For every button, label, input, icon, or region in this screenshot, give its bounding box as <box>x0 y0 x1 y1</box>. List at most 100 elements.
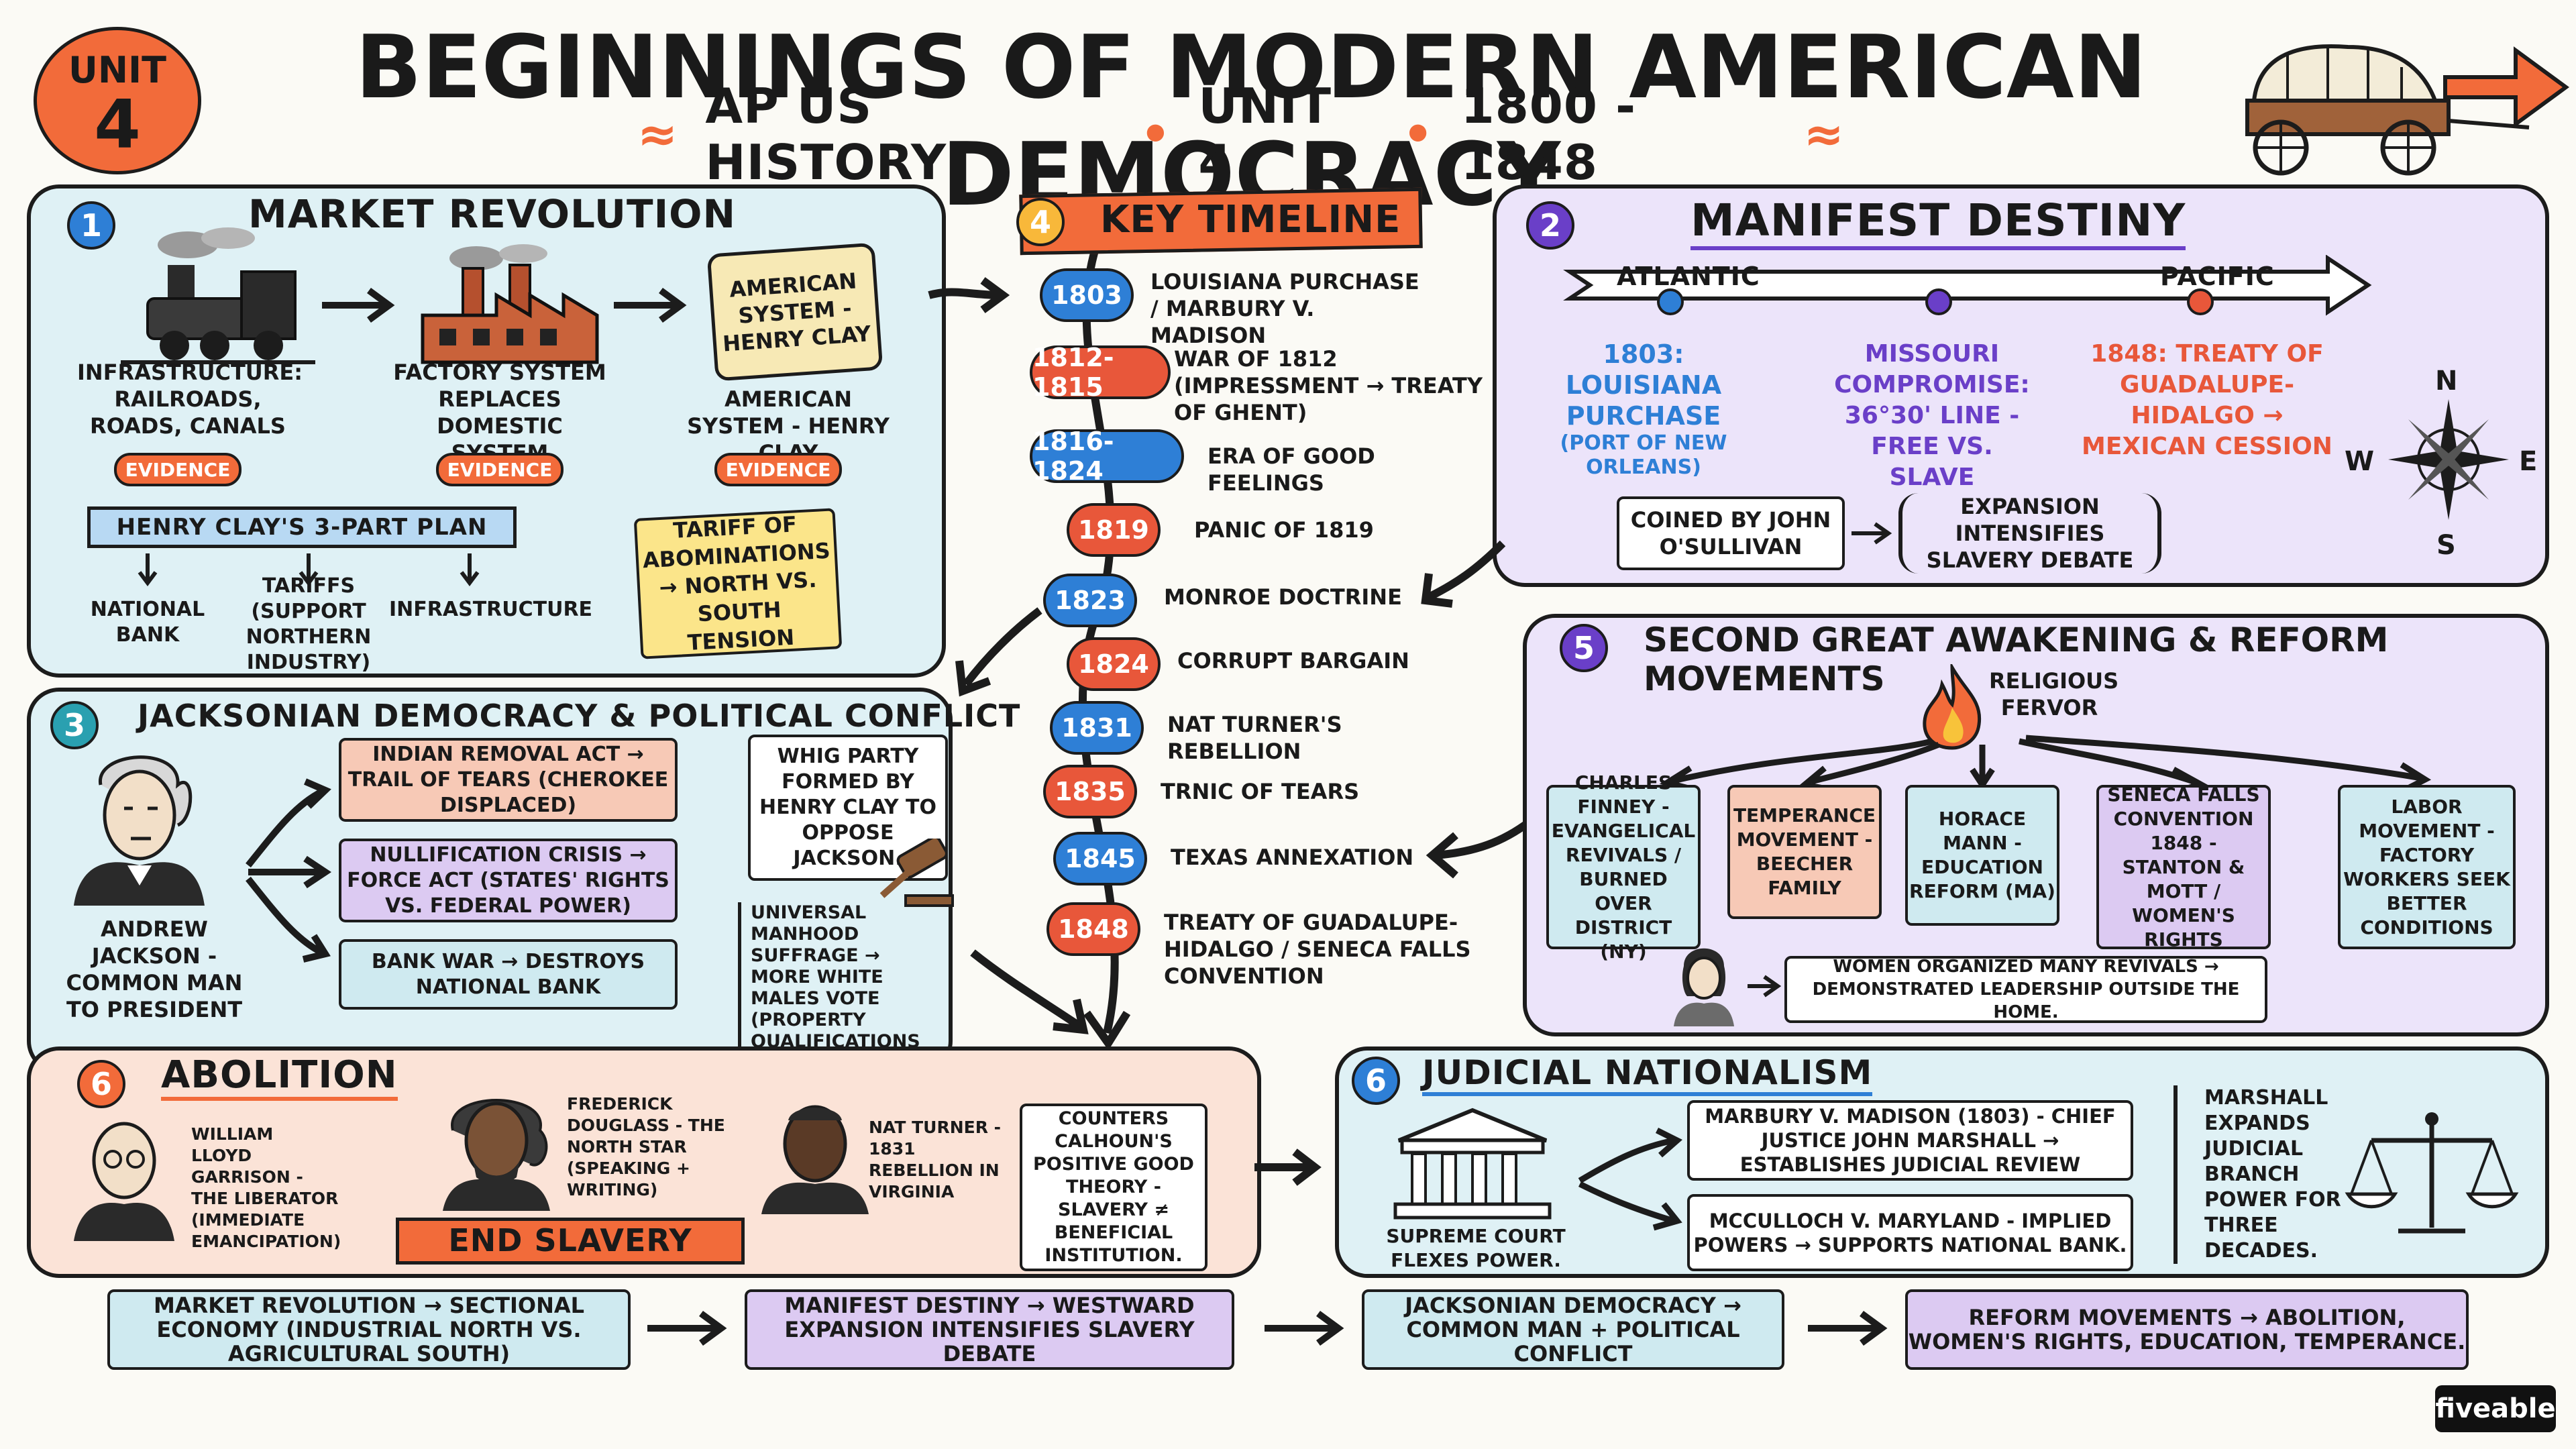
compass-east: E <box>2519 446 2538 477</box>
section-number-1: 1 <box>67 201 115 250</box>
manifest-timeline-arrow <box>1563 255 2372 316</box>
expansion-note: EXPANSION INTENSIFIES SLAVERY DEBATE <box>1898 493 2161 574</box>
scales-of-justice-icon <box>2345 1112 2519 1234</box>
timeline-text: TREATY OF GUADALUPE-HIDALGO / SENECA FAL… <box>1164 910 1471 989</box>
section-number-3: 3 <box>50 701 99 749</box>
evidence-badge: EVIDENCE <box>714 453 842 486</box>
plan-item: INFRASTRUCTURE <box>389 598 593 621</box>
branch-arrows <box>1578 1127 1682 1231</box>
jackson-item: BANK WAR → DESTROYS NATIONAL BANK <box>339 939 678 1010</box>
manifest-point-sub: (PORT OF NEW ORLEANS) <box>1560 431 1727 479</box>
abolitionist-label: FREDERICK DOUGLASS - THE NORTH STAR (SPE… <box>567 1094 725 1199</box>
reform-item: LABOR MOVEMENT - FACTORY WORKERS SEEK BE… <box>2338 785 2516 949</box>
flame-icon <box>1923 664 1982 750</box>
plan-item: TARIFFS (SUPPORT NORTHERN INDUSTRY) <box>246 574 372 674</box>
jackson-portrait-label: ANDREW JACKSON - COMMON MAN TO PRESIDENT <box>66 916 243 1022</box>
connector-arrow <box>1421 540 1506 608</box>
timeline-pill: 1848 <box>1046 902 1140 956</box>
subtitle-years: 1800 - 1848 <box>1460 78 1636 191</box>
coined-by-box: COINED BY JOHN O'SULLIVAN <box>1617 496 1845 570</box>
compass-rose-icon <box>2388 399 2509 520</box>
woman-portrait <box>1674 948 1734 1026</box>
squiggle-icon: ≈ <box>637 106 679 162</box>
section-number-4: 4 <box>1016 198 1065 246</box>
manifest-point-title: 1803: LOUISIANA PURCHASE <box>1565 339 1722 431</box>
reform-item: SENECA FALLS CONVENTION 1848 - STANTON &… <box>2096 784 2271 951</box>
women-revivals-note: WOMEN ORGANIZED MANY REVIVALS → DEMONSTR… <box>1784 956 2267 1023</box>
unit-badge-label: UNIT <box>68 49 166 91</box>
nat-turner-portrait <box>761 1105 869 1214</box>
market-item-label: AMERICAN SYSTEM - HENRY CLAY <box>687 386 890 466</box>
market-item-label: INFRASTRUCTURE: RAILROADS, ROADS, CANALS <box>77 360 303 439</box>
subtitle-unit: UNIT 4 <box>1198 78 1332 191</box>
jackson-item: NULLIFICATION CRISIS → FORCE ACT (STATES… <box>339 839 678 922</box>
right-arrow-icon <box>1748 975 1782 998</box>
brand-logo: fiveable <box>2435 1385 2556 1432</box>
gavel-icon <box>879 839 954 907</box>
henry-clay-plan-banner: HENRY CLAY'S 3-PART PLAN <box>87 506 517 548</box>
compass-south: S <box>2436 530 2457 561</box>
timeline-text: TEXAS ANNEXATION <box>1171 845 1414 870</box>
court-case: MARBURY V. MADISON (1803) - CHIEF JUSTIC… <box>1687 1100 2133 1181</box>
section-number-5: 5 <box>1560 624 1608 672</box>
abolitionist-label: WILLIAM LLOYD GARRISON - THE LIBERATOR (… <box>191 1124 341 1251</box>
supreme-court-label: SUPREME COURT FLEXES POWER. <box>1386 1225 1566 1271</box>
connector-arrow <box>928 277 1010 313</box>
summary-box: MANIFEST DESTINY → WESTWARD EXPANSION IN… <box>745 1289 1234 1370</box>
american-system-scroll: AMERICAN SYSTEM - HENRY CLAY <box>706 242 883 382</box>
right-arrow-icon <box>647 1310 727 1346</box>
timeline-text: PANIC OF 1819 <box>1194 517 1374 543</box>
abolition-title: ABOLITION <box>161 1053 398 1101</box>
dot-icon: • <box>1140 106 1172 162</box>
timeline-pill: 1812-1815 <box>1030 343 1171 402</box>
evidence-badge: EVIDENCE <box>114 453 241 486</box>
right-arrow-icon <box>614 287 687 323</box>
manifest-point-title: 1848: TREATY OF GUADALUPE-HIDALGO → MEXI… <box>2082 340 2332 460</box>
end-slavery-banner: END SLAVERY <box>396 1218 745 1265</box>
judicial-title: JUDICIAL NATIONALISM <box>1422 1053 1873 1096</box>
garrison-portrait <box>74 1122 174 1241</box>
timeline-text: NAT TURNER'S REBELLION <box>1167 712 1342 764</box>
summary-box: JACKSONIAN DEMOCRACY → COMMON MAN + POLI… <box>1362 1289 1784 1370</box>
timeline-text: MONROE DOCTRINE <box>1164 584 1402 610</box>
timeline-text: CORRUPT BARGAIN <box>1177 648 1409 674</box>
subtitle-course: AP US HISTORY <box>705 78 947 191</box>
abolitionist-label: NAT TURNER - 1831 REBELLION IN VIRGINIA <box>869 1118 1002 1201</box>
connector-arrow <box>1254 1148 1322 1186</box>
right-arrow-icon <box>322 287 395 323</box>
awakening-title: SECOND GREAT AWAKENING & REFORM MOVEMENT… <box>1644 621 2389 698</box>
squiggle-icon: ≈ <box>1803 106 1845 162</box>
manifest-point: 1803: LOUISIANA PURCHASE (PORT OF NEW OR… <box>1543 339 1744 480</box>
timeline-pill: 1835 <box>1043 765 1137 818</box>
timeline-text: TRNIC OF TEARS <box>1161 779 1360 804</box>
andrew-jackson-portrait <box>74 755 205 906</box>
evidence-badge: EVIDENCE <box>436 453 564 486</box>
reform-item: TEMPERANCE MOVEMENT - BEECHER FAMILY <box>1727 785 1882 919</box>
pacific-label: PACIFIC <box>2160 262 2275 291</box>
market-item-label: FACTORY SYSTEM REPLACES DOMESTIC SYSTEM <box>393 360 606 466</box>
manifest-point: 1848: TREATY OF GUADALUPE-HIDALGO → MEXI… <box>2080 339 2334 462</box>
atlantic-label: ATLANTIC <box>1617 262 1760 291</box>
connector-arrow <box>1426 818 1532 879</box>
timeline-title: KEY TIMELINE <box>1100 198 1401 241</box>
timeline-pill: 1831 <box>1050 701 1144 755</box>
unit-badge-number: 4 <box>94 85 141 164</box>
manifest-point-title: MISSOURI COMPROMISE: 36°30' LINE - FREE … <box>1834 340 2030 491</box>
timeline-text: LOUISIANA PURCHASE / MARBURY V. MADISON <box>1150 269 1419 348</box>
section-number-6b: 6 <box>1352 1057 1400 1105</box>
down-arrow-icon <box>138 553 158 586</box>
timeline-pill: 1803 <box>1040 268 1134 322</box>
market-revolution-title: MARKET REVOLUTION <box>248 191 737 237</box>
reform-item: CHARLES FINNEY - EVANGELICAL REVIVALS / … <box>1546 771 1701 963</box>
manifest-destiny-panel <box>1493 184 2549 587</box>
down-arrow-icon <box>460 553 480 586</box>
unit-badge: UNIT 4 <box>34 27 201 174</box>
reform-item: HORACE MANN - EDUCATION REFORM (MA) <box>1905 785 2059 926</box>
plan-item: NATIONAL BANK <box>90 598 205 647</box>
whig-note: WHIG PARTY FORMED BY HENRY CLAY TO OPPOS… <box>748 735 948 881</box>
douglass-portrait <box>443 1099 550 1211</box>
marshall-summary: MARSHALL EXPANDS JUDICIAL BRANCH POWER F… <box>2174 1085 2345 1264</box>
compass-north: N <box>2435 366 2459 396</box>
down-arrow-icon <box>299 553 319 586</box>
timeline-pill: 1845 <box>1053 832 1147 885</box>
